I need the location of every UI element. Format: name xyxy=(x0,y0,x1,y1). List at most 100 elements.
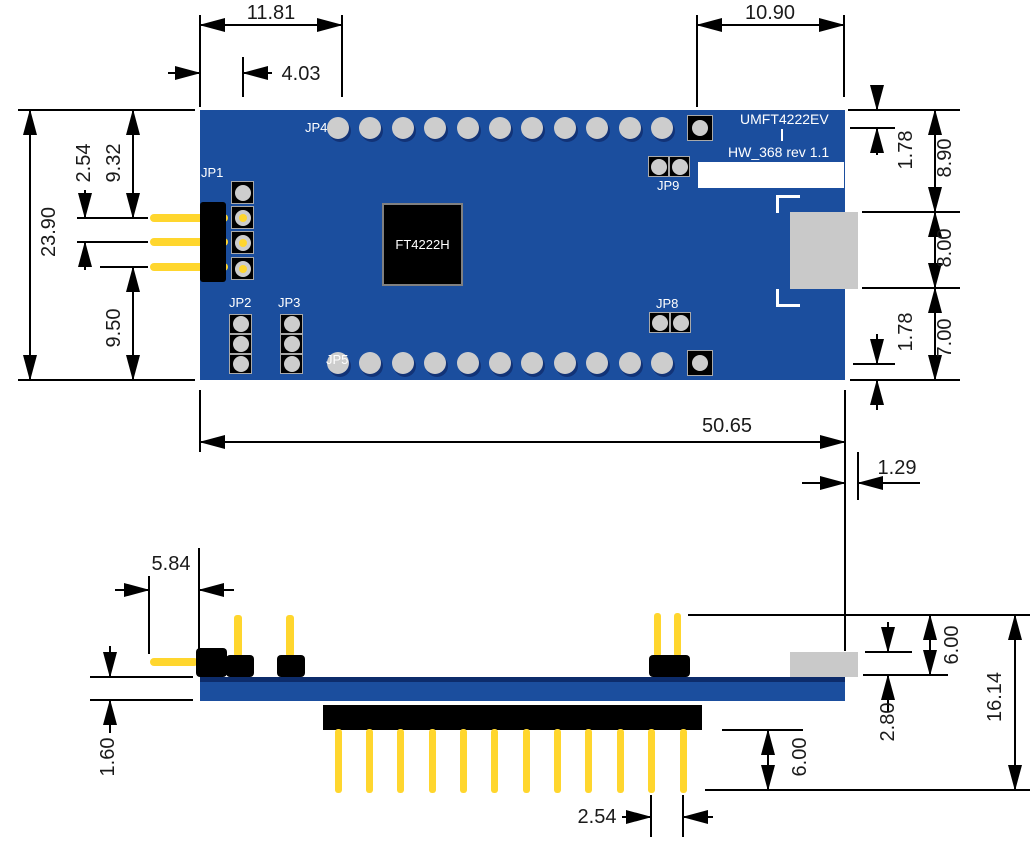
chip-label: FT4222H xyxy=(395,237,450,252)
header-pin xyxy=(648,729,656,793)
jp4-square-pad xyxy=(687,115,713,141)
jp9-label: JP9 xyxy=(657,178,680,193)
jp1-pin-2 xyxy=(150,238,228,246)
side-component-jp8 xyxy=(649,655,690,677)
jp2-label: JP2 xyxy=(229,295,252,310)
usb-connector-side-view xyxy=(790,652,858,677)
header-pin xyxy=(554,729,562,793)
jp8-pad-2 xyxy=(670,312,691,333)
through-hole xyxy=(391,352,414,374)
dim-9-32: 9.32 xyxy=(103,143,125,183)
dim-1-60: 1.60 xyxy=(97,737,119,777)
jp3-pad-2 xyxy=(280,334,303,354)
ft4222h-chip: FT4222H xyxy=(382,203,463,286)
pcb-top-view xyxy=(200,110,845,380)
jp1-pin-3 xyxy=(150,263,228,271)
dim-7-00: 7.00 xyxy=(934,318,956,358)
dim-4-03: 4.03 xyxy=(281,63,321,85)
through-hole xyxy=(327,352,349,374)
through-hole xyxy=(327,117,349,139)
jp5-label: JP5 xyxy=(326,352,349,367)
dim-6-00-pins: 6.00 xyxy=(789,737,811,777)
header-pin xyxy=(459,729,467,793)
jp1-label: JP1 xyxy=(201,165,224,180)
jp2-pad-3 xyxy=(229,354,252,374)
jp1-pad-1 xyxy=(231,181,254,204)
jp1-pin-1 xyxy=(150,214,228,222)
usb-connector-top-view xyxy=(790,212,858,289)
pad-hole xyxy=(692,355,708,371)
jp3-label: JP3 xyxy=(278,295,301,310)
jp8-label: JP8 xyxy=(656,296,679,311)
dim-11-81: 11.81 xyxy=(246,2,296,24)
dim-1-29: 1.29 xyxy=(877,457,917,479)
side-component-jp1 xyxy=(196,648,227,677)
dim-2-80: 2.80 xyxy=(877,702,899,742)
label-area xyxy=(698,162,844,188)
dim-50-65: 50.65 xyxy=(701,415,753,437)
through-hole xyxy=(424,117,447,139)
bottom-header-connector xyxy=(323,705,702,730)
dim-23-90: 23.90 xyxy=(38,206,60,258)
dim-8-90: 8.90 xyxy=(934,138,956,178)
dim-16-14: 16.14 xyxy=(984,671,1006,723)
through-hole xyxy=(651,117,673,139)
side-component-jp2 xyxy=(226,655,254,677)
pcb-side-view xyxy=(200,677,845,701)
through-hole xyxy=(359,117,382,139)
side-pin-left xyxy=(150,658,198,666)
dim-8-00: 8.00 xyxy=(934,228,956,268)
dim-2-54-bottom: 2.54 xyxy=(577,806,617,828)
jp5-square-pad xyxy=(687,350,713,376)
through-hole xyxy=(424,352,447,374)
through-hole xyxy=(651,352,673,374)
header-pin xyxy=(491,729,499,793)
header-pin xyxy=(616,729,624,793)
through-hole xyxy=(391,117,414,139)
header-pin xyxy=(397,729,405,793)
dim-5-84: 5.84 xyxy=(151,553,191,575)
jp2-pad-2 xyxy=(229,334,252,354)
jp1-header-block xyxy=(200,202,226,282)
usb-bracket-top xyxy=(776,195,800,213)
through-hole xyxy=(489,352,511,374)
through-hole xyxy=(489,117,511,139)
dim-6-00-top: 6.00 xyxy=(941,625,963,665)
board-model-text: UMFT4222EV xyxy=(740,111,829,127)
header-pin xyxy=(428,729,436,793)
through-hole xyxy=(553,352,576,374)
silkscreen-tick xyxy=(781,129,783,141)
through-hole xyxy=(456,117,479,139)
jp3-pad-3 xyxy=(280,354,303,374)
jp9-pad-1 xyxy=(648,156,669,177)
through-hole xyxy=(618,117,641,139)
through-hole xyxy=(618,352,641,374)
header-pin xyxy=(585,729,593,793)
jp9-pad-2 xyxy=(669,156,690,177)
dim-10-90: 10.90 xyxy=(744,2,796,24)
side-component-jp3 xyxy=(277,655,305,677)
header-pin xyxy=(522,729,530,793)
header-pin xyxy=(679,729,687,793)
through-hole xyxy=(553,117,576,139)
through-hole xyxy=(586,352,609,374)
side-pin-up-2 xyxy=(286,615,294,657)
dim-1-78-top: 1.78 xyxy=(895,130,917,170)
pad-hole xyxy=(692,120,708,136)
jp1-pad-3 xyxy=(231,231,254,254)
jp8-pad-1 xyxy=(649,312,670,333)
usb-bracket-bottom xyxy=(776,289,800,307)
board-revision-text: HW_368 rev 1.1 xyxy=(728,144,830,160)
through-hole xyxy=(521,352,544,374)
jp3-pad-1 xyxy=(280,314,303,334)
jp4-label: JP4 xyxy=(305,120,328,135)
side-pin-up-3 xyxy=(654,613,661,657)
through-hole xyxy=(586,117,609,139)
jp2-pad-1 xyxy=(229,314,252,334)
through-hole xyxy=(456,352,479,374)
jp1-pad-4 xyxy=(231,257,254,280)
header-pin xyxy=(365,729,373,793)
through-hole xyxy=(521,117,544,139)
through-hole xyxy=(359,352,382,374)
